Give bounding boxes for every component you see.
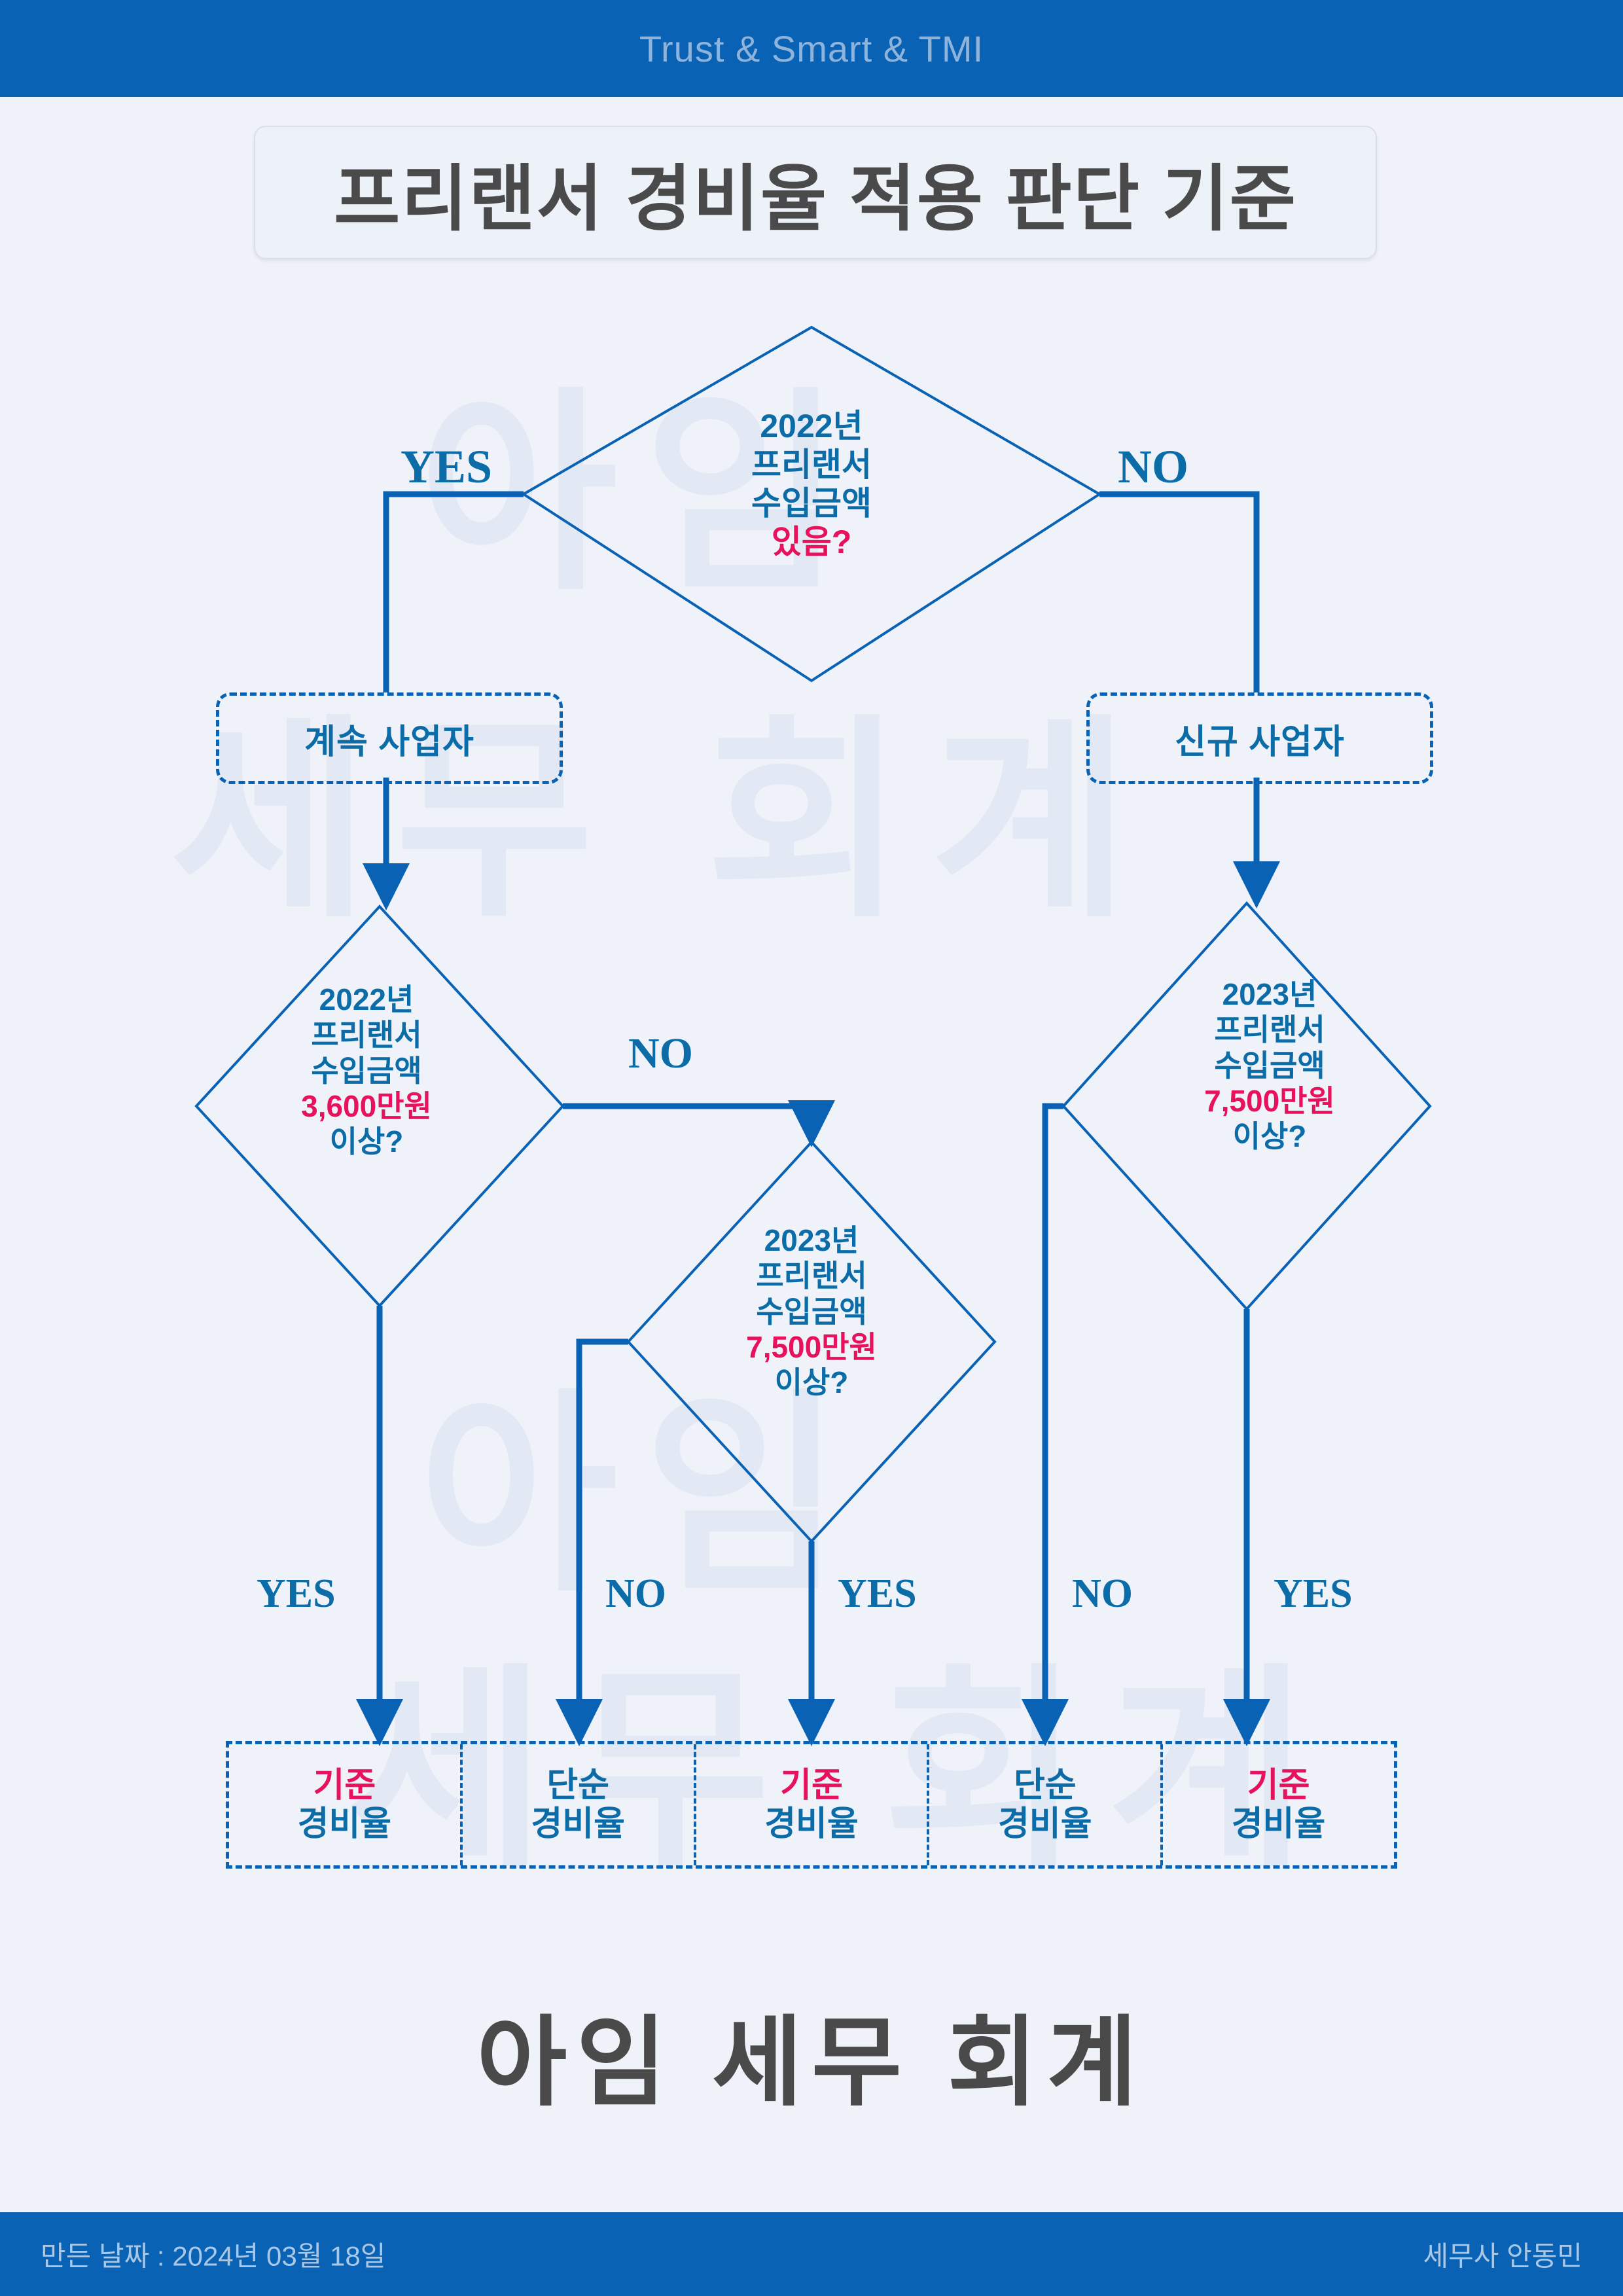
edge-top-no <box>1099 491 1260 692</box>
page-title: 프리랜서 경비율 적용 판단 기준 <box>334 159 1297 240</box>
result-box-3-word-2: 경비율 <box>764 1804 859 1843</box>
edge-label-top-yes: YES <box>401 440 493 493</box>
result-box-4[interactable]: 단순 경비율 <box>929 1744 1164 1865</box>
edge-label-d2-no: NO <box>628 1030 693 1077</box>
footer-author: 세무사 안동민 <box>1423 2240 1582 2272</box>
edge-d3-no <box>556 1338 628 1746</box>
result-box-3[interactable]: 기준 경비율 <box>696 1744 930 1865</box>
edge-label-result-2-no: NO <box>605 1571 666 1616</box>
result-box-5[interactable]: 기준 경비율 <box>1163 1744 1394 1865</box>
process-box-continuing-label: 계속 사업자 <box>304 723 474 761</box>
decision-diamond-1 <box>521 325 1102 683</box>
header-bar: Trust & Smart & TMI <box>0 0 1623 97</box>
edge-label-result-5-yes: YES <box>1274 1571 1353 1616</box>
result-box-2-word-1: 단순 <box>546 1767 610 1805</box>
process-box-new-label: 신규 사업자 <box>1175 723 1345 761</box>
edge-label-result-3-yes: YES <box>838 1571 917 1616</box>
result-box-4-word-1: 단순 <box>1013 1767 1077 1805</box>
page-title-box: 프리랜서 경비율 적용 판단 기준 <box>254 126 1377 259</box>
header-tagline: Trust & Smart & TMI <box>639 27 984 69</box>
edge-top-yes <box>383 491 524 692</box>
edge-label-result-4-no: NO <box>1072 1571 1133 1616</box>
result-box-2-word-2: 경비율 <box>531 1804 625 1843</box>
result-box-2[interactable]: 단순 경비율 <box>463 1744 696 1865</box>
footer-created-date: 만든 날짜 : 2024년 03월 18일 <box>41 2240 386 2272</box>
decision-diamond-2 <box>194 905 565 1308</box>
decision-diamond-3 <box>626 1140 997 1543</box>
result-row: 기준 경비율 단순 경비율 기준 경비율 단순 경비율 기준 경비율 <box>226 1741 1397 1869</box>
result-box-1[interactable]: 기준 경비율 <box>229 1744 463 1865</box>
result-box-4-word-2: 경비율 <box>998 1804 1092 1843</box>
edge-label-result-1-yes: YES <box>257 1571 336 1616</box>
decision-diamond-4 <box>1061 901 1432 1311</box>
footer-bar: 만든 날짜 : 2024년 03월 18일 세무사 안동민 <box>0 2212 1623 2296</box>
result-box-1-word-1: 기준 <box>313 1767 376 1805</box>
process-box-new[interactable]: 신규 사업자 <box>1086 692 1433 784</box>
edge-label-top-no: NO <box>1118 440 1188 493</box>
result-box-5-word-1: 기준 <box>1247 1767 1310 1805</box>
edge-d4-no <box>1022 1103 1069 1746</box>
process-box-continuing[interactable]: 계속 사업자 <box>216 692 563 784</box>
result-box-3-word-1: 기준 <box>780 1767 843 1805</box>
edge-d2-no <box>563 1100 835 1147</box>
result-box-5-word-2: 경비율 <box>1231 1804 1326 1843</box>
brand-name: 아임 세무 회계 <box>476 2007 1147 2117</box>
result-box-1-word-2: 경비율 <box>297 1804 392 1843</box>
